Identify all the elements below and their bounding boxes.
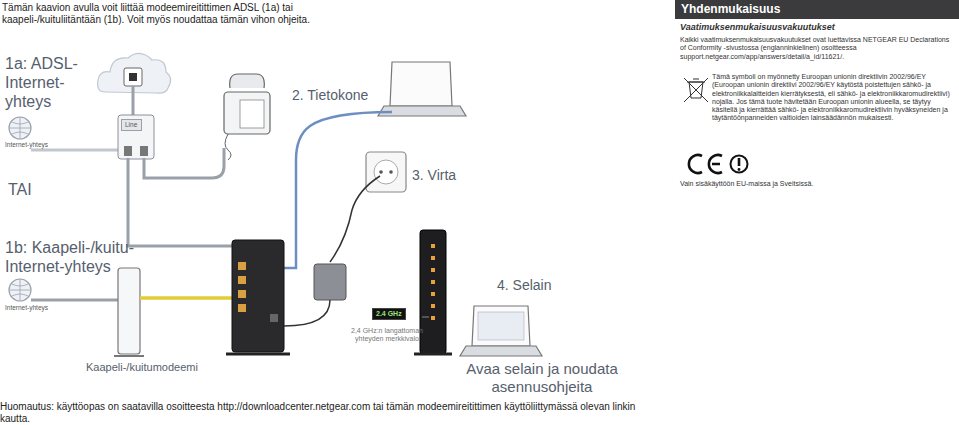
globe-grid bbox=[9, 279, 31, 301]
internet-cable bbox=[31, 299, 120, 302]
label-text: 4. Selain bbox=[497, 277, 577, 294]
leader-line bbox=[422, 317, 429, 318]
ce-mark bbox=[689, 155, 748, 173]
label-text: 3. Virta bbox=[412, 167, 482, 184]
telephone bbox=[224, 92, 270, 134]
laptop-screen bbox=[472, 306, 530, 346]
splitter bbox=[118, 115, 154, 159]
node-text: 2.4 GHz bbox=[376, 310, 402, 318]
label-text: Internet-yhteys bbox=[5, 304, 85, 312]
label-text: Vaatimuksenmukaisuusvakuutukset bbox=[680, 22, 955, 33]
label-text: 2. Tietokone bbox=[292, 87, 392, 104]
cable bbox=[132, 86, 135, 118]
node-text: Yhdenmukaisuus bbox=[681, 3, 953, 16]
jack-port bbox=[129, 73, 137, 81]
phone-cable bbox=[144, 148, 224, 178]
internet-line bbox=[31, 149, 118, 152]
laptop-screen bbox=[390, 62, 452, 106]
wall-outlet bbox=[366, 152, 406, 192]
label-text: Kaikki vaatimuksenmukaisuusvakuutukset o… bbox=[680, 36, 955, 61]
modem-foot bbox=[114, 355, 144, 357]
led-closeup-box: 2.4 GHz bbox=[372, 308, 406, 320]
phone-jack bbox=[124, 68, 142, 86]
power-cord bbox=[330, 176, 380, 262]
node-text: Line bbox=[125, 121, 138, 128]
label-text: 1b: Kaapeli-/kuitu-Internet-yhteys bbox=[5, 239, 155, 277]
label-text: Internet-yhteys bbox=[5, 141, 85, 149]
handset bbox=[230, 74, 265, 88]
globe-icon bbox=[9, 279, 31, 301]
header-bar: Yhdenmukaisuus bbox=[675, 0, 959, 19]
label-text: 1a: ADSL-Internet-yhteys bbox=[5, 55, 95, 112]
label-text: Tämä symboli on myönnetty Euroopan union… bbox=[712, 73, 956, 123]
label-text: TAI bbox=[8, 181, 58, 200]
weee-symbol bbox=[684, 78, 708, 102]
globe-grid bbox=[9, 117, 31, 139]
phone-cord bbox=[225, 134, 231, 160]
label-text: Huomautus: käyttöopas on saatavilla osoi… bbox=[0, 401, 668, 425]
globe-icon bbox=[9, 117, 31, 139]
router-front bbox=[420, 230, 446, 354]
power-adapter bbox=[314, 264, 346, 300]
port-label-box: Line bbox=[121, 119, 142, 131]
label-text: Avaa selain ja noudata asennusohjeita bbox=[452, 360, 632, 395]
yellow-cable bbox=[140, 296, 240, 300]
splitter-port bbox=[124, 146, 132, 156]
router-stand bbox=[414, 353, 452, 356]
label-text: 2,4 GHz:n langattoman yhteyden merkkival… bbox=[346, 327, 428, 344]
laptop-base bbox=[460, 346, 542, 356]
cable-modem bbox=[118, 268, 140, 354]
power-cable bbox=[284, 300, 330, 326]
router-stand bbox=[226, 353, 290, 356]
label-text: Kaapeli-/kuitumodeemi bbox=[86, 361, 216, 374]
router-back bbox=[232, 240, 284, 352]
splitter-port bbox=[140, 146, 148, 156]
label-text: Vain sisäkäyttöön EU-maissa ja Sveitsiss… bbox=[680, 180, 955, 188]
browser-window bbox=[478, 312, 524, 340]
keypad bbox=[240, 100, 264, 128]
label-text: Tämän kaavion avulla voit liittää modeem… bbox=[2, 2, 374, 26]
socket bbox=[374, 160, 398, 184]
